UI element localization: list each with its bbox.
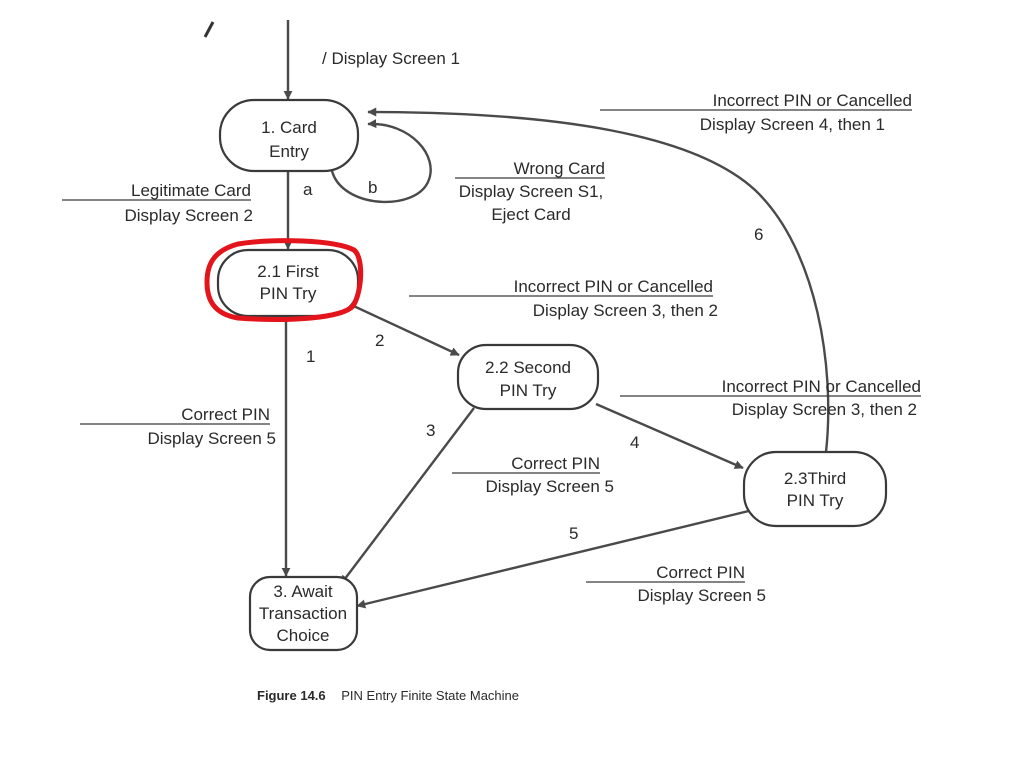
state-first-pin-try-line1: 2.1 First — [257, 262, 319, 281]
edge-4-id: 4 — [630, 433, 639, 452]
state-first-pin-try-line2: PIN Try — [260, 284, 317, 303]
legit-card-event: Legitimate Card — [131, 181, 251, 200]
fail2-event: Incorrect PIN or Cancelled — [722, 377, 921, 396]
state-third-pin-try-line1: 2.3Third — [784, 469, 846, 488]
edge-b-id: b — [368, 178, 377, 197]
edge-1-id: 1 — [306, 347, 315, 366]
ok1-event: Correct PIN — [181, 405, 270, 424]
state-card-entry-line1: 1. Card — [261, 118, 317, 137]
state-second-pin-try-line2: PIN Try — [500, 381, 557, 400]
state-second-pin-try: 2.2 Second PIN Try — [456, 343, 600, 411]
figure-title: PIN Entry Finite State Machine — [341, 688, 519, 703]
highlight-circle — [204, 238, 364, 322]
state-await-line1: 3. Await — [273, 582, 333, 601]
edge-5-id: 5 — [569, 524, 578, 543]
fail1-event: Incorrect PIN or Cancelled — [514, 277, 713, 296]
edge-3 — [340, 407, 475, 585]
ok2-event: Correct PIN — [511, 454, 600, 473]
state-await-line3: Choice — [277, 626, 330, 645]
figure-caption: Figure 14.6 PIN Entry Finite State Machi… — [257, 688, 519, 703]
state-third-pin-try: 2.3Third PIN Try — [742, 450, 888, 528]
fail3-event: Incorrect PIN or Cancelled — [713, 91, 912, 110]
edge-a-id: a — [303, 180, 313, 199]
figure-number: Figure 14.6 — [257, 688, 326, 703]
edge-b-self-loop — [330, 119, 432, 204]
edge-6 — [367, 107, 830, 453]
ok3-event: Correct PIN — [656, 563, 745, 582]
state-await-transaction: 3. Await Transaction Choice — [248, 575, 359, 652]
ink-mark — [203, 21, 215, 38]
edge-4 — [595, 402, 744, 470]
ok2-action: Display Screen 5 — [485, 477, 614, 496]
edge-5 — [356, 507, 758, 609]
ok1-action: Display Screen 5 — [147, 429, 276, 448]
ok3-action: Display Screen 5 — [637, 586, 766, 605]
state-await-line2: Transaction — [259, 604, 347, 623]
edge-3-id: 3 — [426, 421, 435, 440]
state-card-entry-line2: Entry — [269, 142, 309, 161]
edge-2-id: 2 — [375, 331, 384, 350]
wrong-card-action-1: Display Screen S1, — [459, 182, 604, 201]
legit-card-action: Display Screen 2 — [124, 206, 253, 225]
state-first-pin-try: 2.1 First PIN Try — [216, 248, 360, 318]
fail1-action: Display Screen 3, then 2 — [533, 301, 718, 320]
edge-2 — [344, 300, 460, 357]
state-third-pin-try-line2: PIN Try — [787, 491, 844, 510]
wrong-card-event: Wrong Card — [514, 159, 605, 178]
edge-6-id: 6 — [754, 225, 763, 244]
wrong-card-action-2: Eject Card — [491, 205, 570, 224]
state-second-pin-try-line1: 2.2 Second — [485, 358, 571, 377]
fail2-action: Display Screen 3, then 2 — [732, 400, 917, 419]
fail3-action: Display Screen 4, then 1 — [700, 115, 885, 134]
start-action-label: / Display Screen 1 — [322, 49, 460, 68]
state-card-entry: 1. Card Entry — [218, 98, 360, 173]
